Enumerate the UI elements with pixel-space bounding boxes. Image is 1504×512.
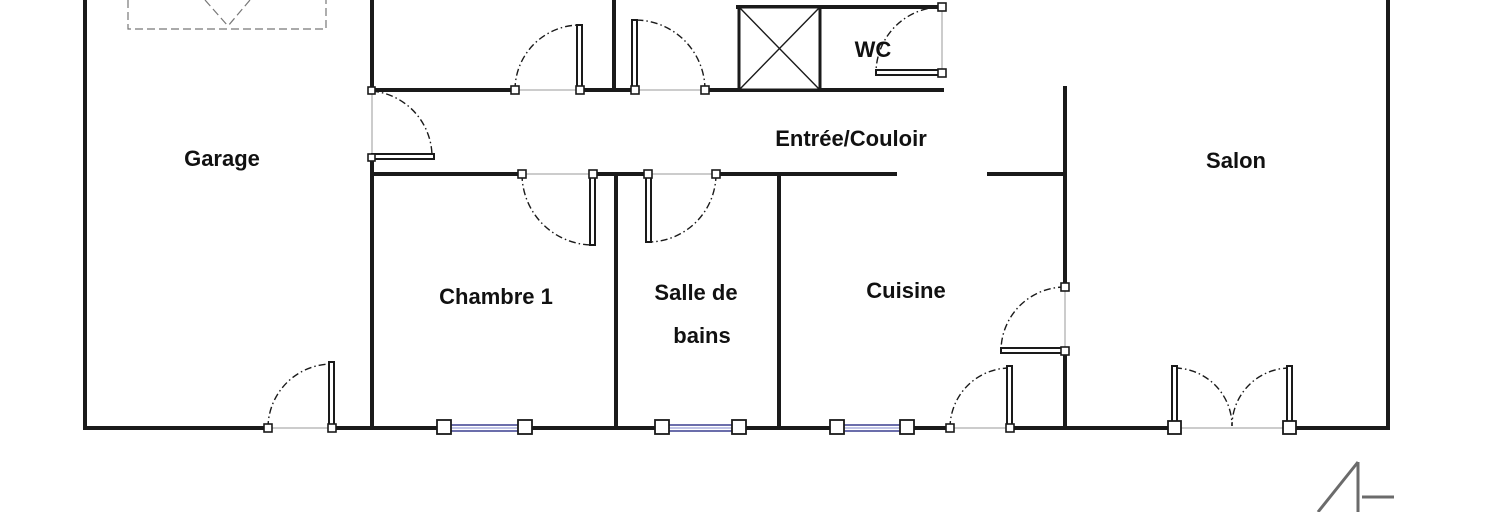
- room-label-salle-de-bains-2: bains: [673, 323, 730, 348]
- walls: [83, 0, 1390, 430]
- door-kitchen-salon: [1000, 282, 1070, 356]
- room-label-wc: WC: [855, 37, 892, 62]
- room-label-salon: Salon: [1206, 148, 1266, 173]
- room-label-garage: Garage: [184, 146, 260, 171]
- door-salon-double: [1167, 365, 1297, 435]
- wc-unit: [737, 5, 822, 92]
- room-label-entree: Entrée/Couloir: [775, 126, 927, 151]
- room-label-salle-de-bains-1: Salle de: [654, 280, 737, 305]
- door-bathroom: [643, 169, 721, 243]
- window-kitchen: [829, 419, 915, 435]
- window-bathroom: [654, 419, 747, 435]
- window-chambre: [436, 419, 533, 435]
- garage-roof-window: [127, 0, 327, 30]
- windows: [436, 419, 915, 435]
- door-chambre: [517, 169, 598, 246]
- door-top-left: [510, 24, 585, 95]
- door-wc: [875, 2, 947, 78]
- door-garage-exterior: [263, 361, 337, 433]
- logo-mark: [1316, 461, 1394, 512]
- room-label-cuisine: Cuisine: [866, 278, 945, 303]
- room-label-chambre-1: Chambre 1: [439, 284, 553, 309]
- room-labels: Garage WC Entrée/Couloir Salon Chambre 1…: [184, 37, 1266, 348]
- door-garage-corridor: [367, 86, 435, 162]
- door-top-right: [630, 19, 710, 95]
- door-kitchen-exterior: [945, 365, 1015, 433]
- doors: [263, 2, 1297, 435]
